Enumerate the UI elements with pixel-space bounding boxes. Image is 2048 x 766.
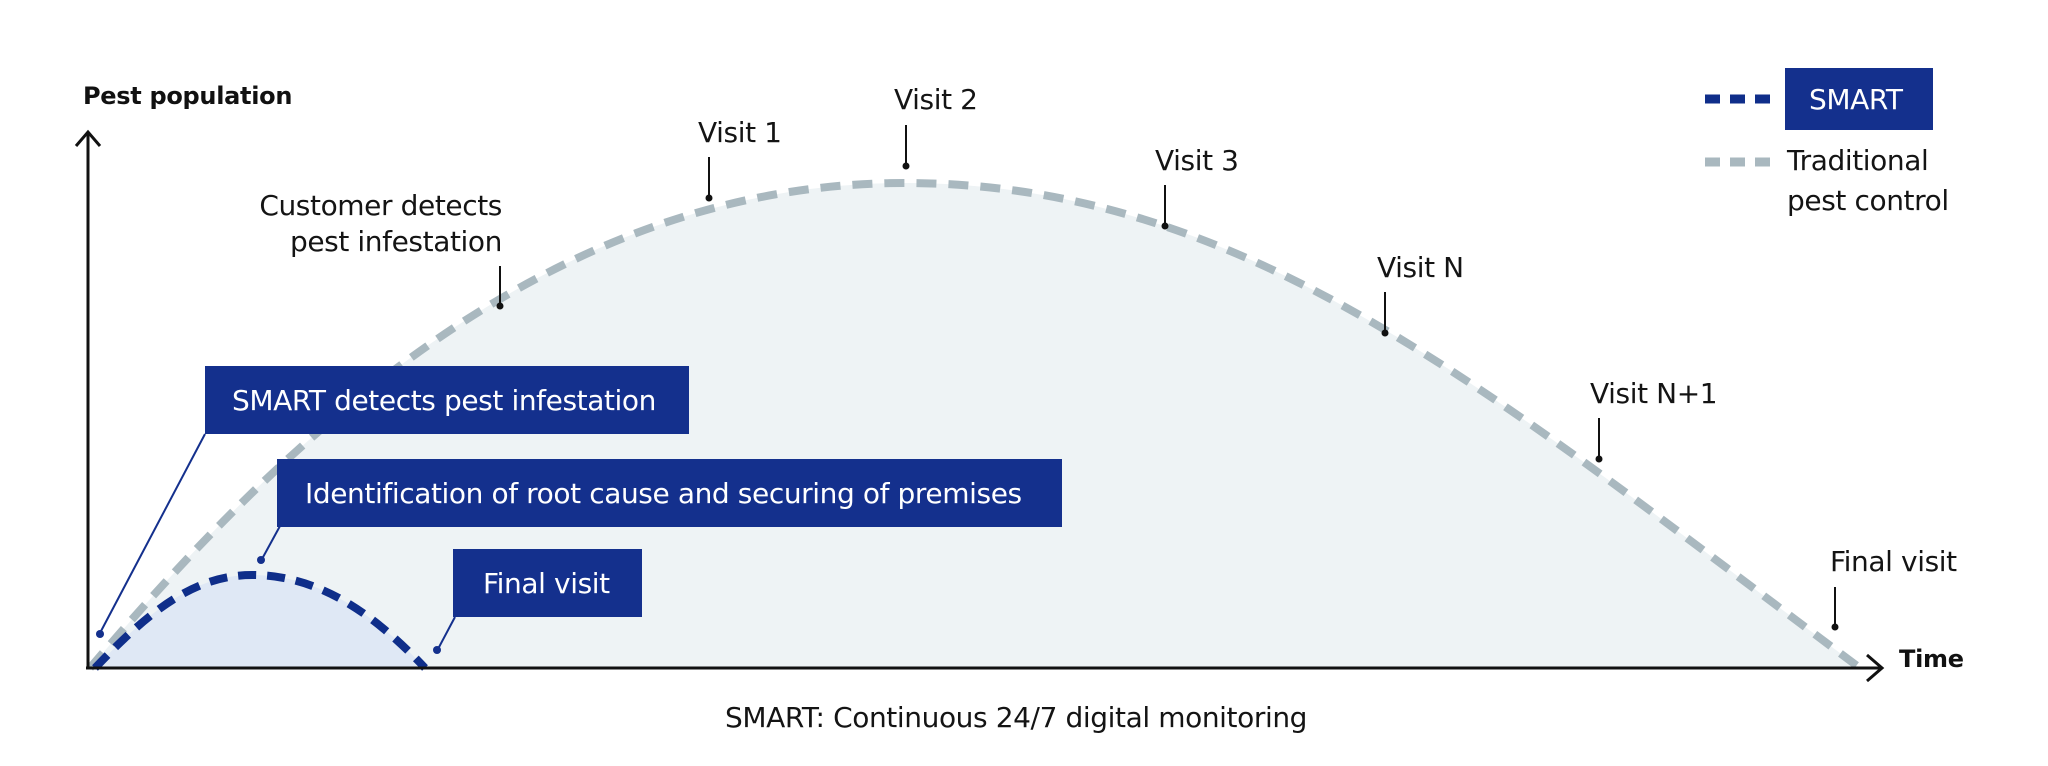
final-visit-label: Final visit [1830, 545, 1957, 578]
legend-smart-text: SMART [1809, 82, 1903, 116]
visit-1-label: Visit 1 [698, 116, 782, 149]
x-axis-title: Time [1899, 645, 1964, 673]
visit-3-leader [1161, 185, 1169, 230]
smart-area-fill [95, 575, 425, 668]
customer-detects-line2: pest infestation [289, 225, 502, 258]
legend-traditional-line2: pest control [1787, 184, 1949, 217]
customer-detects-label: Customer detects pest infestation [240, 188, 502, 260]
visit-n-label: Visit N [1377, 251, 1464, 284]
visit-1-leader [705, 157, 713, 202]
smart-final-visit-text: Final visit [483, 566, 610, 600]
identification-leader [257, 525, 281, 564]
smart-detects-text: SMART detects pest infestation [232, 383, 657, 417]
traditional-area-fill [90, 183, 1860, 668]
customer-detects-leader [496, 266, 504, 310]
visit-2-label: Visit 2 [894, 83, 978, 116]
smart-final-visit-box: Final visit [453, 549, 642, 617]
y-axis-arrowhead [74, 129, 102, 147]
final-visit-leader [1831, 587, 1839, 631]
x-axis-arrowhead [1866, 653, 1885, 683]
visit-3-label: Visit 3 [1155, 144, 1239, 177]
smart-final-visit-leader [433, 616, 456, 654]
y-axis-title: Pest population [83, 82, 293, 110]
legend-smart-label: SMART [1785, 68, 1933, 130]
smart-detects-leader [96, 433, 206, 638]
smart-curve [92, 570, 428, 671]
visit-n1-leader [1595, 418, 1603, 463]
identification-text: Identification of root cause and securin… [305, 476, 1022, 510]
legend-traditional-label: Traditional pest control [1787, 143, 1949, 219]
visit-n-leader [1381, 292, 1389, 337]
visit-n1-label: Visit N+1 [1590, 377, 1718, 410]
caption: SMART: Continuous 24/7 digital monitorin… [725, 701, 1308, 734]
identification-box: Identification of root cause and securin… [277, 459, 1062, 527]
smart-detects-box: SMART detects pest infestation [205, 366, 689, 434]
visit-2-leader [902, 125, 910, 170]
legend-traditional-line1: Traditional [1787, 144, 1929, 177]
customer-detects-line1: Customer detects [259, 189, 502, 222]
